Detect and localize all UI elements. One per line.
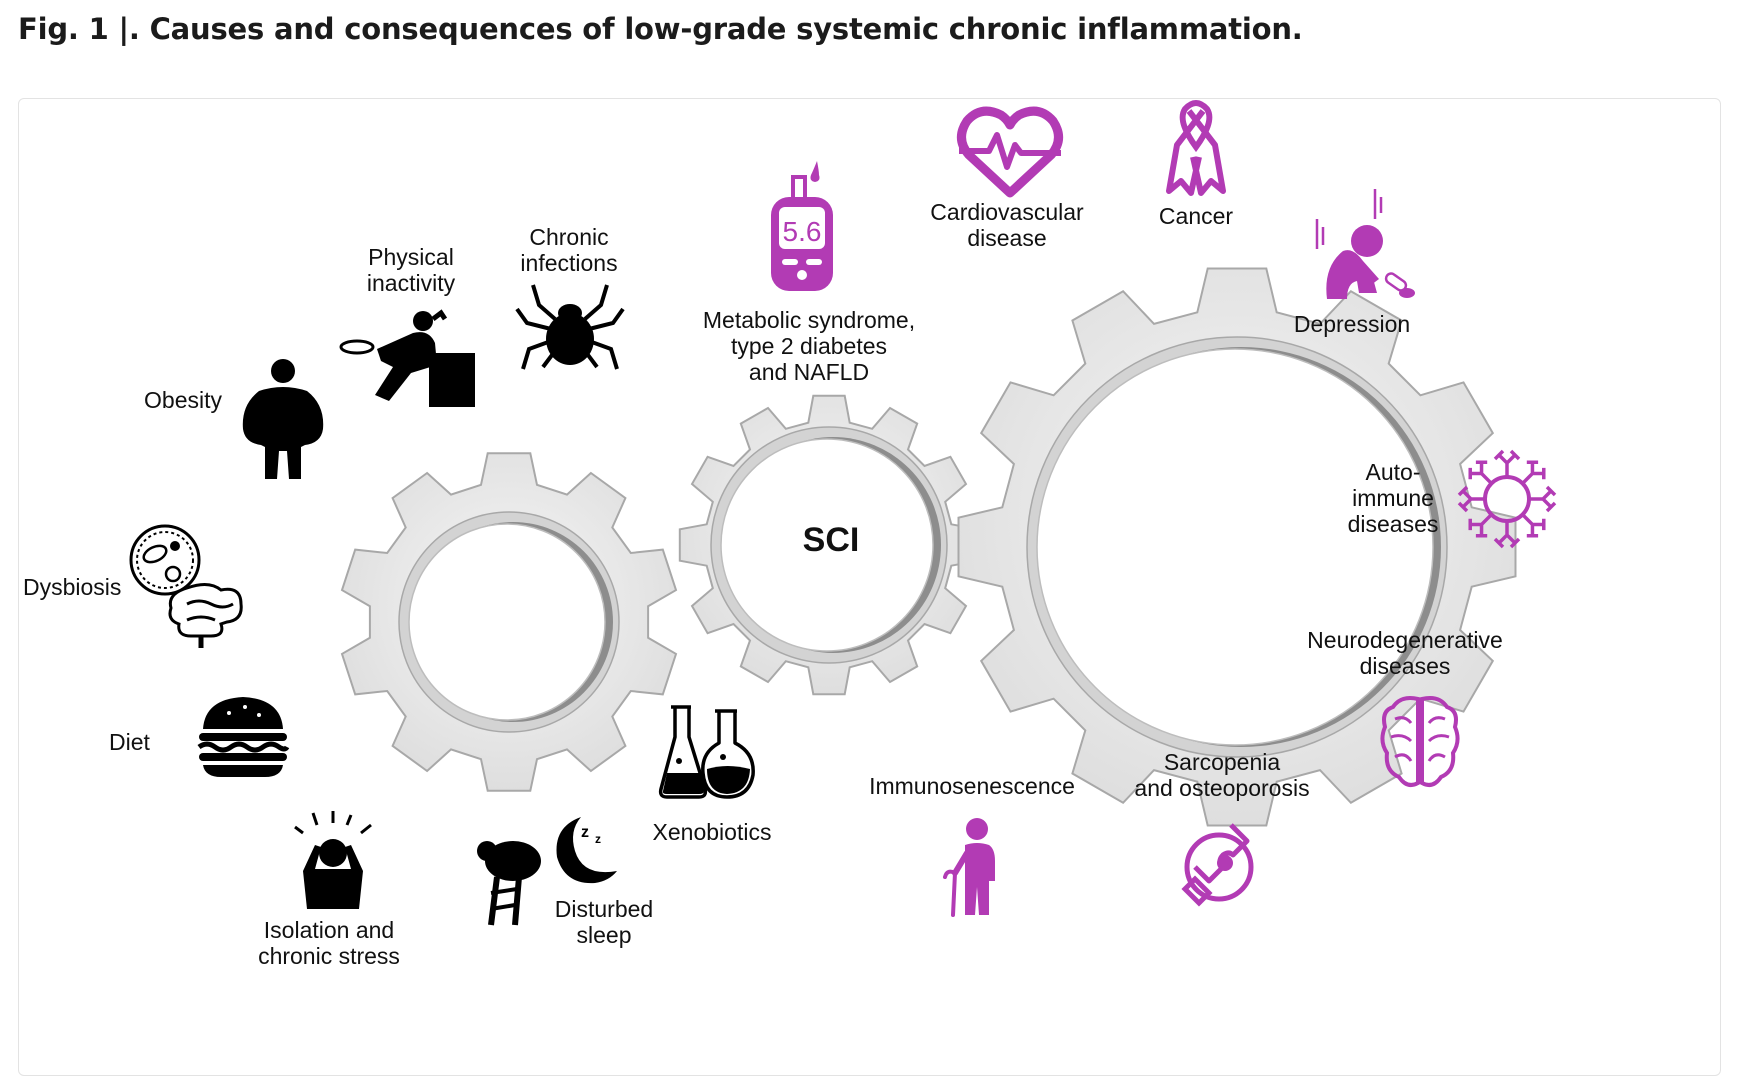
label-dysbiosis: Dysbiosis <box>23 574 122 600</box>
label-obesity: Obesity <box>144 387 222 413</box>
stressed-person-icon <box>294 811 372 909</box>
antibody-mark <box>1457 485 1485 513</box>
gear-small-left <box>340 452 678 792</box>
burger-icon <box>197 697 290 777</box>
label-cancer: Cancer <box>1158 203 1234 229</box>
joint-bone-icon <box>1181 823 1254 907</box>
cancer-ribbon-icon <box>1166 100 1226 196</box>
gear2-hole <box>720 438 934 652</box>
antibody-mark <box>1529 485 1557 513</box>
label-depression: Depression <box>1293 311 1411 337</box>
brain-icon <box>1380 696 1460 787</box>
flasks-icon <box>658 705 755 799</box>
label-diet: Diet <box>109 729 150 755</box>
autoimmune-antibody-icon <box>1457 449 1557 549</box>
depression-icon <box>1315 189 1415 299</box>
obesity-icon <box>242 359 324 479</box>
tick-icon <box>515 284 625 370</box>
gear-middle <box>678 394 980 696</box>
antibody-mark <box>1493 521 1521 549</box>
svg-text:z: z <box>581 824 589 841</box>
svg-text:z: z <box>595 832 601 846</box>
glucometer-icon: 5.6 <box>771 161 833 291</box>
antibody-mark <box>1521 460 1546 485</box>
figure-caption: Fig. 1 |. Causes and consequences of low… <box>18 12 1303 46</box>
couch-potato-icon <box>339 309 475 407</box>
elderly-person-icon <box>943 818 995 917</box>
label-xenobiotics: Xenobiotics <box>652 819 772 845</box>
antibody-mark <box>1468 513 1493 538</box>
gear-large-right <box>957 267 1517 827</box>
gear3-hole <box>1036 348 1434 746</box>
sci-label: SCI <box>803 521 860 559</box>
antibody-mark <box>1493 449 1521 477</box>
gut-microbiome-icon <box>129 524 243 648</box>
antibody-mark <box>1468 460 1493 485</box>
glucometer-reading: 5.6 <box>783 216 822 247</box>
sheep-moon-icon: z z <box>477 817 617 926</box>
heart-pulse-icon <box>957 106 1063 198</box>
gear1-hole <box>408 523 606 721</box>
gears-layer: SCI <box>340 267 1517 827</box>
antibody-mark <box>1521 513 1546 538</box>
label-immunosenescence: Immunosenescence <box>869 773 1075 799</box>
